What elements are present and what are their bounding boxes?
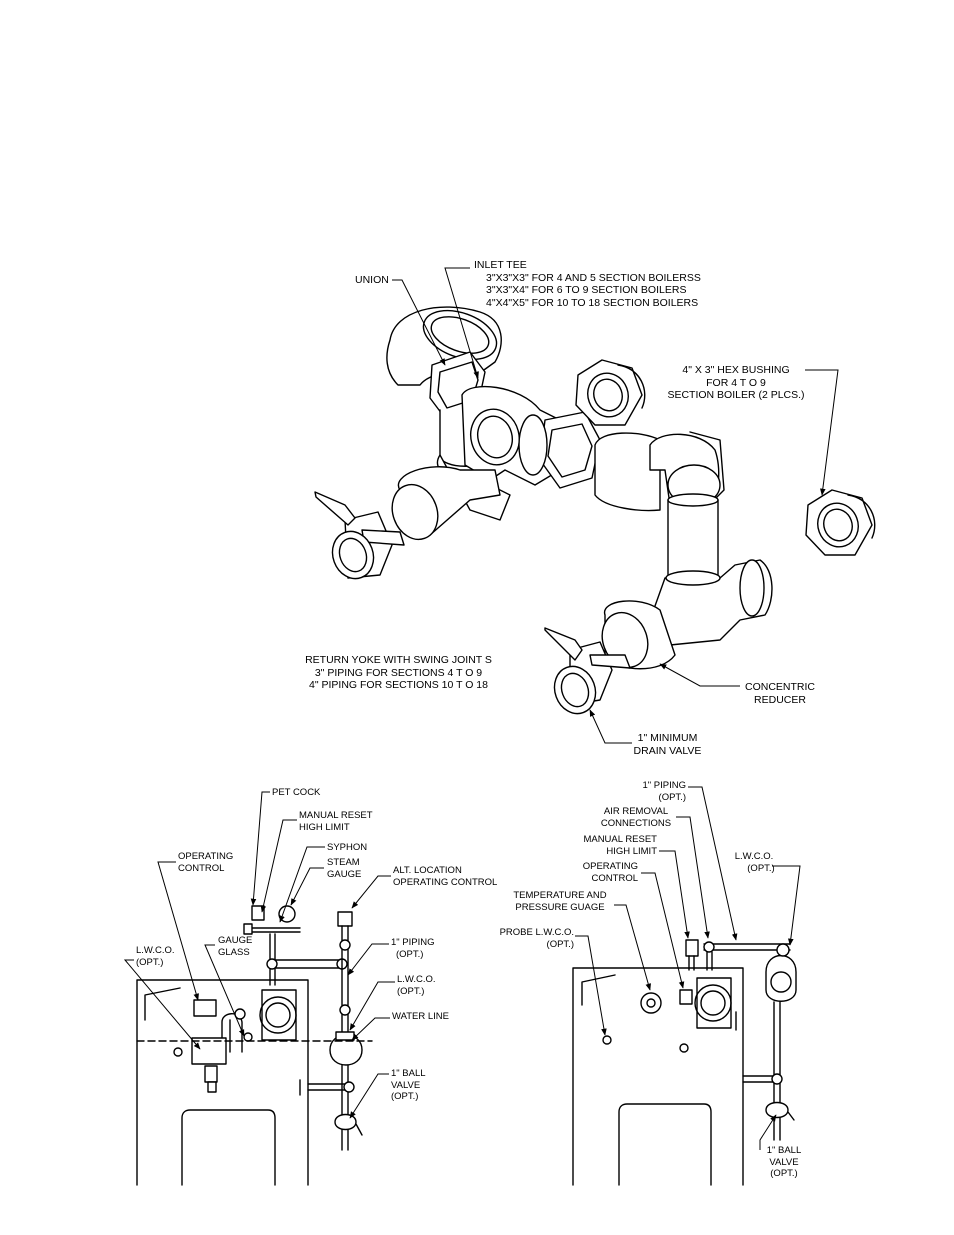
ball-valve-left [334,1113,357,1131]
operating-control-right [679,989,693,1005]
label-temp-pressure-line-2: PRESSURE GUAGE [515,901,605,913]
label-return-yoke-line-2: 3" PIPING FOR SECTIONS 4 T O 9 [314,666,483,679]
label-manual-reset-right-line-2: HIGH LIMIT [606,845,657,857]
label-air-removal-line-2: CONNECTIONS [600,817,672,829]
label-operating-control-left: OPERATING CONTROL [178,851,233,874]
label-operating-control-left-line-1: OPERATING [178,851,234,862]
lwco-left [191,1037,227,1065]
label-alt-location: ALT. LOCATION OPERATING CONTROL [393,865,497,888]
label-ball-valve-left-line-2: VALVE [391,1079,421,1091]
alt-operating-control [337,911,353,927]
label-operating-control-right-line-2: CONTROL [591,872,638,884]
label-manual-reset-left-line-1: MANUAL RESET [299,810,373,821]
label-temp-pressure-line-1: TEMPERATURE AND [513,890,607,901]
label-manual-reset-left: MANUAL RESET HIGH LIMIT [299,810,373,833]
label-inlet-tee: INLET TEE 3"X3"X3" FOR 4 AND 5 SECTION B… [474,259,701,309]
manual-reset-high-limit-right [685,939,699,957]
label-ball-valve-left-line-1: 1" BALL [391,1068,426,1079]
label-gauge-glass: GAUGE GLASS [218,935,252,958]
label-ball-valve-left: 1" BALL VALVE (OPT.) [391,1068,426,1103]
label-probe-lwco: PROBE L.W.C.O. (OPT.) [490,927,574,950]
air-removal-connection [703,941,715,953]
operating-control [193,999,217,1017]
label-probe-lwco-line-1: PROBE L.W.C.O. [499,927,574,938]
label-piping-left-line-2: (OPT.) [396,948,424,960]
label-lwco-right-left: L.W.C.O. (OPT.) [397,974,436,997]
label-return-yoke: RETURN YOKE WITH SWING JOINT S 3" PIPING… [296,654,501,692]
steam-gauge [278,905,296,923]
label-concentric-reducer-line-1: CONCENTRIC [745,681,815,693]
label-lwco-right-left-line-2: (OPT.) [397,985,425,997]
probe-lwco [602,1035,612,1045]
label-steam-gauge-line-2: GAUGE [327,868,362,880]
label-drain-valve-line-2: DRAIN VALVE [633,744,702,757]
label-inlet-tee-title: INLET TEE [474,259,527,271]
label-air-removal-line-1: AIR REMOVAL [603,806,669,817]
label-hex-bushing: 4" X 3" HEX BUSHING FOR 4 T O 9 SECTION … [662,364,810,402]
label-water-line: WATER LINE [392,1011,450,1022]
label-gauge-glass-line-2: GLASS [218,946,250,958]
manual-reset-high-limit [251,905,265,921]
label-ball-valve-right: 1" BALL VALVE (OPT.) [756,1145,812,1180]
label-lwco-left: L.W.C.O. (OPT.) [136,945,175,968]
label-lwco-right-line-1: L.W.C.O. [734,851,774,862]
gauge-glass [221,1013,243,1053]
label-pet-cock: PET COCK [272,787,321,798]
hex-bushing-upper [575,359,646,426]
right-boiler [572,939,797,1186]
ball-valve-right [765,1101,789,1119]
label-manual-reset-right: MANUAL RESET HIGH LIMIT [570,834,657,857]
label-alt-location-line-1: ALT. LOCATION [393,865,462,876]
label-piping-left-line-1: 1" PIPING [391,937,435,948]
label-inlet-tee-line-1: 3"X3"X3" FOR 4 AND 5 SECTION BOILERSS [486,271,701,284]
label-operating-control-left-line-2: CONTROL [178,862,225,874]
label-concentric-reducer-line-2: REDUCER [754,693,806,706]
label-air-removal: AIR REMOVAL CONNECTIONS [596,806,676,829]
label-union: UNION [355,274,389,286]
label-piping-left: 1" PIPING (OPT.) [391,937,435,960]
leader-lines [123,267,839,1150]
label-steam-gauge: STEAM GAUGE [327,857,361,880]
label-ball-valve-left-line-3: (OPT.) [391,1091,419,1102]
label-concentric-reducer: CONCENTRIC REDUCER [740,681,820,706]
label-lwco-right-left-line-1: L.W.C.O. [397,974,436,985]
label-drain-valve: 1" MINIMUM DRAIN VALVE [630,732,705,757]
label-gauge-glass-line-1: GAUGE [218,935,253,946]
label-inlet-tee-line-2: 3"X3"X4" FOR 6 TO 9 SECTION BOILERS [486,284,687,296]
label-hex-bushing-line-3: SECTION BOILER (2 PLCS.) [667,389,805,401]
label-return-yoke-line-1: RETURN YOKE WITH SWING JOINT S [305,654,492,666]
label-operating-control-right: OPERATING CONTROL [570,861,638,884]
label-lwco-right-line-2: (OPT.) [747,862,775,874]
hex-bushing-lower [805,489,876,556]
label-ball-valve-right-line-3: (OPT.) [770,1168,798,1179]
label-manual-reset-right-line-1: MANUAL RESET [583,834,657,845]
label-operating-control-right-line-1: OPERATING [582,861,638,872]
label-ball-valve-right-line-1: 1" BALL [766,1145,802,1156]
label-ball-valve-right-line-2: VALVE [769,1156,799,1168]
label-probe-lwco-line-2: (OPT.) [546,938,574,950]
label-hex-bushing-line-1: 4" X 3" HEX BUSHING [682,364,790,376]
return-yoke-assembly [314,306,773,715]
label-steam-gauge-line-1: STEAM [327,857,360,868]
label-alt-location-line-2: OPERATING CONTROL [393,876,498,888]
label-syphon: SYPHON [327,842,368,853]
label-lwco-left-line-2: (OPT.) [136,956,164,968]
label-return-yoke-line-3: 4" PIPING FOR SECTIONS 10 T O 18 [309,679,488,691]
left-boiler [136,905,373,1186]
label-lwco-left-line-1: L.W.C.O. [136,945,175,956]
label-piping-right-line-1: 1" PIPING [642,780,687,791]
label-piping-right: 1" PIPING (OPT.) [600,780,687,803]
label-manual-reset-left-line-2: HIGH LIMIT [299,821,350,833]
label-drain-valve-line-1: 1" MINIMUM [637,732,698,744]
label-lwco-right: L.W.C.O. (OPT.) [724,851,784,874]
label-inlet-tee-line-3: 4"X4"X5" FOR 10 TO 18 SECTION BOILERS [486,296,699,309]
label-piping-right-line-2: (OPT.) [658,791,686,803]
label-temp-pressure: TEMPERATURE AND PRESSURE GUAGE [508,890,612,913]
label-hex-bushing-line-2: FOR 4 T O 9 [706,376,766,389]
